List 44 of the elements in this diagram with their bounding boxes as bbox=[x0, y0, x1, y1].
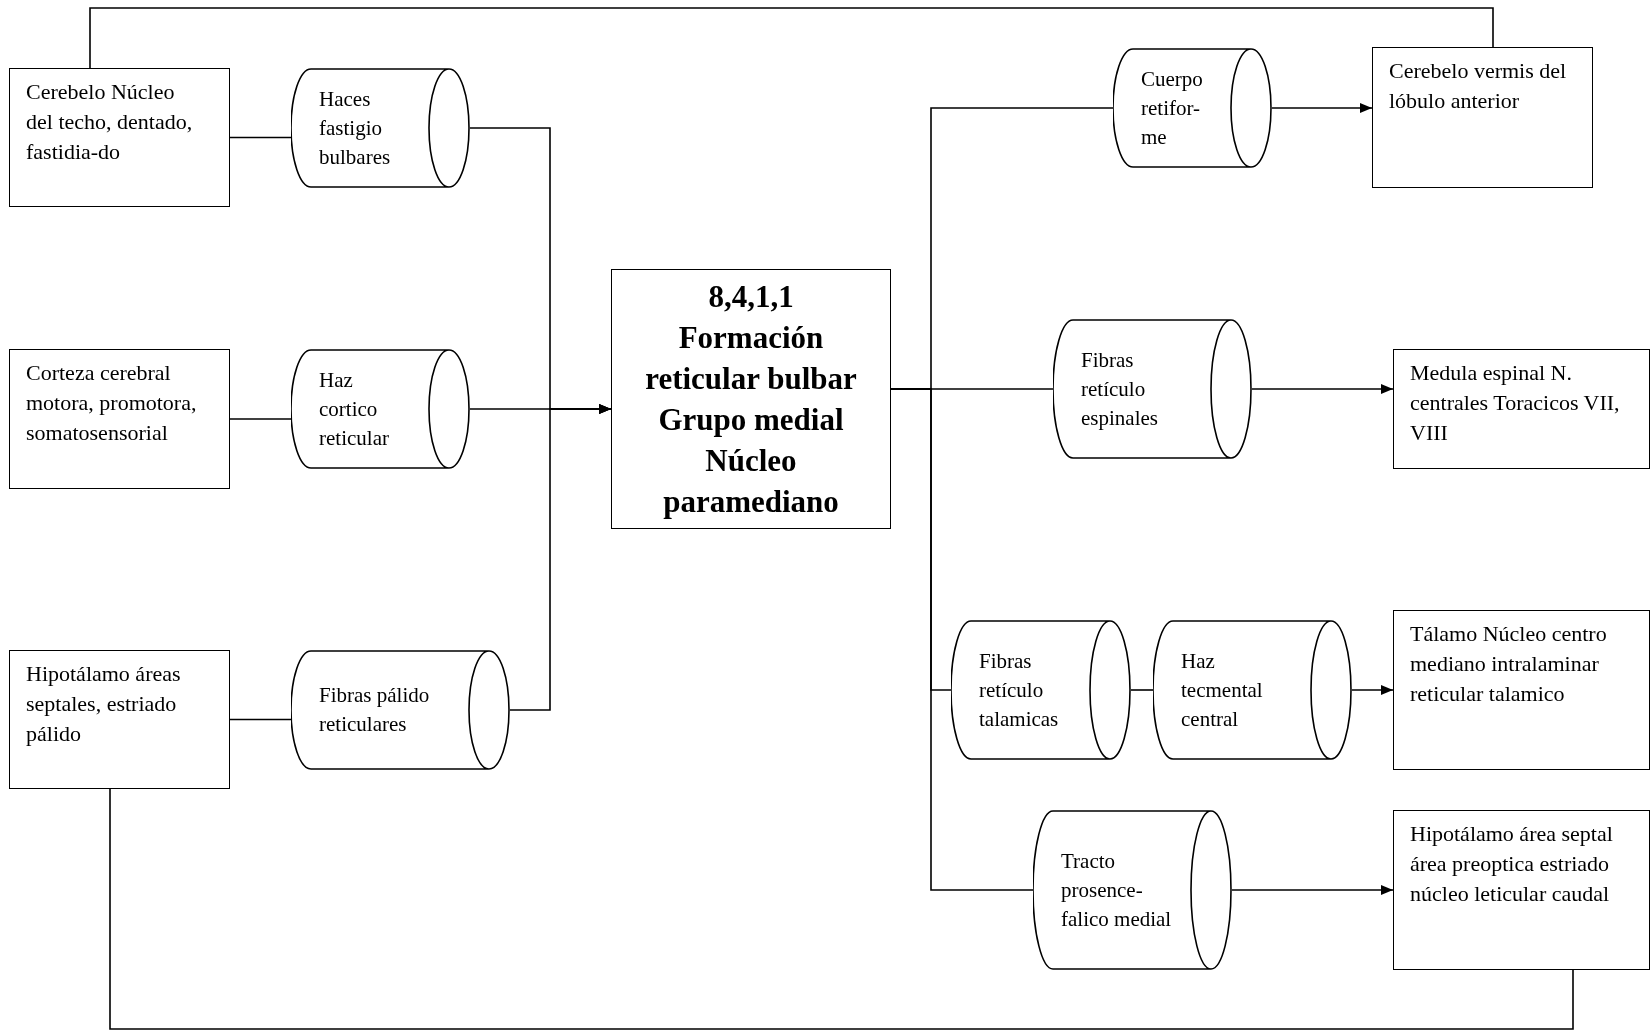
connector-line bbox=[229, 136, 292, 139]
arrow bbox=[1231, 885, 1394, 895]
cylinder-shape bbox=[291, 68, 470, 188]
process-box bbox=[1372, 47, 1593, 188]
cylinder-shape bbox=[1033, 810, 1232, 970]
arrow bbox=[1251, 384, 1394, 394]
process-box bbox=[9, 68, 230, 207]
node-label: Corteza cerebral motora, promotora, somatosensorial bbox=[26, 359, 198, 447]
node-label: Tracto prosence-falico medial bbox=[1061, 847, 1173, 933]
node-label: Formación reticular bulbar Grupo medial Núcleo paramediano bbox=[644, 319, 858, 521]
cylinder-shape bbox=[291, 349, 470, 469]
node-label: Tálamo Núcleo centro mediano intralaminar reticular talamico bbox=[1410, 620, 1608, 708]
node-label: Cerebelo Núcleo del techo, dentado, fastidia-do bbox=[26, 78, 194, 166]
node-label: Fibras pálido reticulares bbox=[319, 682, 431, 738]
connector-line bbox=[89, 7, 1494, 69]
cylinder-shape bbox=[1153, 620, 1352, 760]
node-label: Fibras retículo talamicas bbox=[979, 647, 1060, 733]
node-label: Medula espinal N. centrales Toracicos VII, VIII bbox=[1410, 359, 1621, 447]
connector-line bbox=[1130, 689, 1154, 691]
arrow bbox=[1351, 685, 1394, 695]
cylinder-shape bbox=[291, 650, 510, 770]
cylinder-shape bbox=[1053, 319, 1252, 459]
cylinder-shape bbox=[951, 620, 1131, 760]
arrow bbox=[1271, 103, 1373, 113]
cylinder-shape bbox=[1113, 48, 1272, 168]
connector-line bbox=[229, 718, 292, 721]
node-label: Haz tecmental central bbox=[1181, 647, 1264, 733]
node-label: Fibras retículo espinales bbox=[1081, 346, 1159, 432]
node-label: Haces fastigio bulbares bbox=[319, 85, 392, 171]
node-label: Cuerpo retifor-me bbox=[1141, 65, 1204, 151]
node-label: Hipotálamo áreas septales, estriado pálido bbox=[26, 660, 182, 748]
process-box bbox=[1393, 810, 1650, 970]
process-box bbox=[1393, 610, 1650, 770]
arrow bbox=[509, 404, 612, 711]
process-box bbox=[9, 650, 230, 789]
node-label: Hipotálamo área septal área preoptica estriado núcleo leticular caudal bbox=[1410, 820, 1614, 908]
central-box bbox=[611, 269, 891, 529]
connector-line bbox=[229, 418, 292, 420]
node-label: 8,4,1,1 bbox=[708, 278, 794, 316]
process-box bbox=[9, 349, 230, 489]
node-label: Haz cortico reticular bbox=[319, 366, 390, 452]
node-label: Cerebelo vermis del lóbulo anterior bbox=[1389, 57, 1568, 115]
process-box bbox=[1393, 349, 1650, 469]
connector-line bbox=[109, 788, 1574, 1030]
